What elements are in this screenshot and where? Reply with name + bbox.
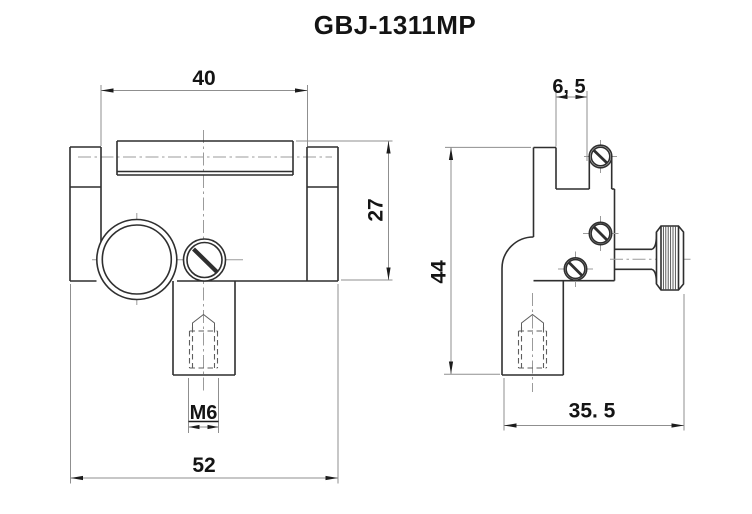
dim-side-depth-label: 35. 5 <box>569 400 616 423</box>
dim-rail-width-label: 40 <box>192 67 215 90</box>
side-lower-screw <box>558 251 593 287</box>
front-slotted-screw <box>182 238 227 282</box>
dim-side-top-offset-label: 6, 5 <box>552 76 585 98</box>
dim-front-width-label: 52 <box>192 454 215 477</box>
side-top-screw <box>584 140 617 173</box>
front-view <box>69 130 339 392</box>
front-rail <box>116 140 294 176</box>
dim-side-depth: 35. 5 <box>503 294 685 431</box>
side-thread-hole <box>517 293 548 392</box>
side-top-screw-arm <box>588 157 613 189</box>
front-thread-hole <box>188 313 219 369</box>
side-adjustment-knob <box>610 225 692 291</box>
dim-side-height-label: 44 <box>428 260 451 284</box>
side-middle-screw <box>583 216 619 251</box>
dim-front-width: 52 <box>70 284 339 484</box>
dim-thread-label: M6 <box>190 402 218 424</box>
dim-side-top-offset: 6, 5 <box>552 76 588 161</box>
front-stem <box>172 281 236 376</box>
dim-side-height: 44 <box>428 146 531 375</box>
dim-rail-width: 40 <box>100 67 308 146</box>
side-view <box>501 140 692 392</box>
dim-thread: M6 <box>188 378 219 433</box>
dim-front-height-label: 27 <box>365 198 388 221</box>
dim-front-height: 27 <box>296 140 393 281</box>
drawing-title: GBJ-1311MP <box>314 10 477 40</box>
